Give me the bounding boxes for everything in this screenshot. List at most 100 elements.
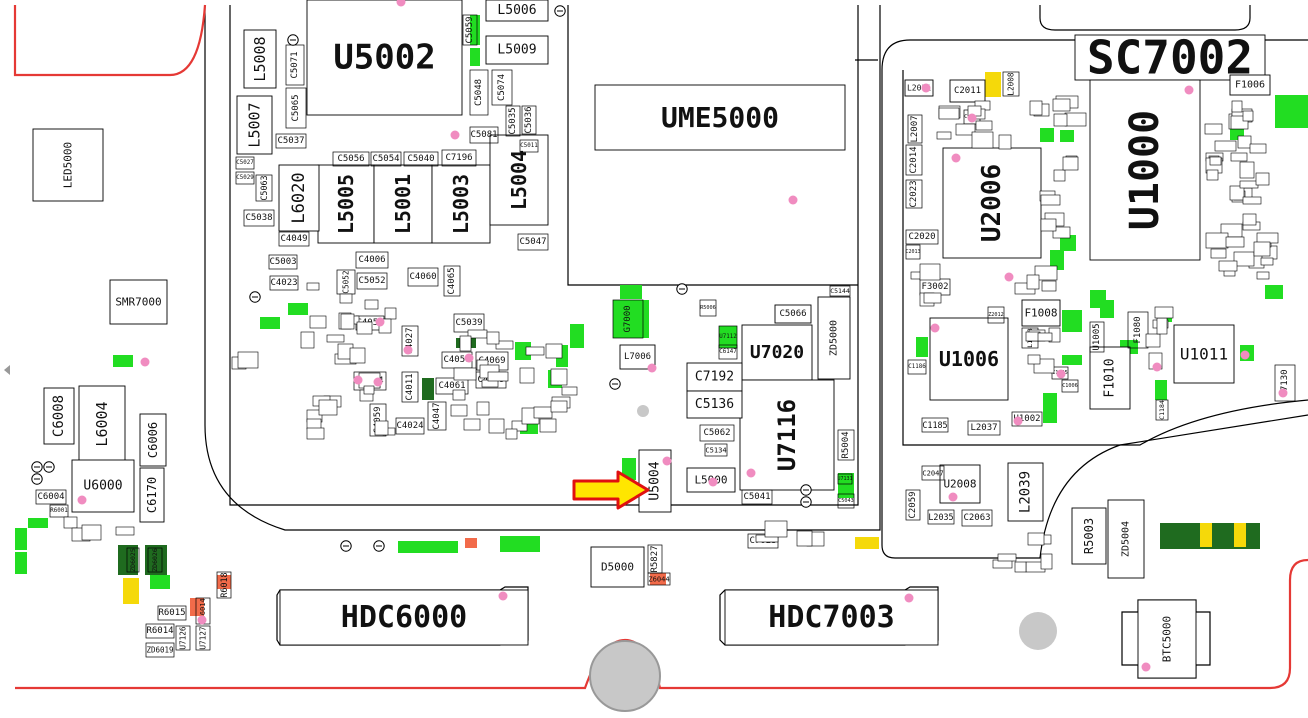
component-label: C4061 — [438, 381, 465, 391]
component-outline — [216, 571, 232, 599]
component-label: C5052 — [358, 276, 385, 286]
component-label: C5040 — [407, 154, 434, 164]
component-label: L6004 — [93, 401, 111, 446]
component-outline — [1089, 346, 1131, 410]
component-label: C5041 — [743, 492, 770, 502]
component-label: C6147 — [719, 349, 737, 355]
component-outline — [533, 406, 553, 419]
component-outline — [1062, 156, 1079, 171]
component-label: L2008 — [1007, 72, 1016, 96]
component-outline — [929, 317, 1009, 401]
component-label: C5043 — [838, 498, 854, 504]
component-label: C4065 — [447, 267, 457, 294]
component-label: C2059 — [908, 491, 918, 518]
component-label: C4059 — [373, 406, 383, 433]
component-outline — [427, 401, 447, 431]
component-outline — [237, 351, 259, 369]
test-point — [708, 477, 718, 487]
component-outline — [505, 428, 518, 440]
component-label: D5000 — [601, 561, 634, 574]
component-outline — [435, 377, 469, 395]
component-label: C1186 — [908, 364, 926, 370]
component-outline — [1225, 236, 1245, 248]
component-label: C4057 — [443, 355, 470, 365]
component-outline — [269, 275, 299, 291]
component-label: U7126 — [179, 626, 188, 650]
component-outline — [1242, 110, 1254, 122]
component-label: C6006 — [146, 422, 160, 458]
solder-pad — [855, 537, 879, 549]
component-label: G7000 — [623, 305, 633, 332]
component-label: Z6044 — [648, 575, 669, 584]
component-label: C6008 — [51, 395, 67, 437]
component-outline — [81, 524, 102, 541]
fiducial-mark — [637, 405, 649, 417]
component-outline — [919, 263, 941, 281]
component-outline — [235, 156, 255, 170]
component-outline — [487, 371, 509, 382]
component-outline — [268, 254, 298, 270]
component-outline — [459, 335, 472, 352]
component-label: L5004 — [507, 150, 531, 210]
test-point — [647, 363, 657, 373]
solder-pad — [398, 541, 458, 553]
component-outline — [403, 151, 439, 167]
component-label: C5081 — [470, 130, 497, 140]
component-label: C2047 — [922, 469, 943, 478]
component-label: L6020 — [289, 172, 309, 223]
component-label: U7020 — [750, 342, 804, 363]
component-outline — [1210, 248, 1227, 259]
component-outline — [905, 244, 921, 260]
triangle-left-icon[interactable] — [4, 365, 10, 375]
solder-pad — [422, 378, 434, 400]
component-label: L2035 — [928, 512, 953, 522]
solder-pad — [916, 337, 928, 357]
component-outline — [519, 367, 535, 384]
component-outline — [1052, 98, 1071, 112]
component-outline — [145, 642, 175, 658]
solder-pad — [1060, 130, 1074, 142]
component-outline — [907, 114, 923, 144]
component-outline — [905, 489, 921, 521]
solder-pad — [985, 72, 1001, 97]
component-outline — [1002, 71, 1020, 97]
component-outline — [967, 420, 1001, 436]
component-outline — [942, 147, 1042, 259]
component-outline — [971, 131, 994, 149]
test-point — [904, 593, 914, 603]
component-outline — [594, 84, 846, 151]
component-label: L2037 — [970, 423, 997, 433]
component-label: Z2012 — [988, 312, 1004, 318]
solder-pad — [1040, 128, 1054, 142]
component-outline — [1218, 260, 1238, 272]
component-label: U5002 — [333, 38, 435, 78]
component-outline — [521, 105, 537, 135]
component-outline — [905, 144, 923, 176]
component-label: HDC6000 — [341, 600, 467, 635]
component-outline — [837, 429, 855, 461]
component-outline — [1231, 100, 1243, 113]
component-label: C5136 — [695, 397, 734, 412]
component-outline — [764, 520, 788, 538]
component-outline — [300, 331, 315, 349]
test-point — [353, 375, 363, 385]
component-label: U1005 — [1092, 323, 1102, 350]
component-outline — [441, 149, 477, 167]
component-outline — [961, 509, 993, 527]
component-outline — [1027, 354, 1041, 365]
component-outline — [453, 367, 477, 381]
component-outline — [1214, 140, 1237, 152]
component-outline — [938, 107, 960, 120]
component-label: R5003 — [1082, 518, 1096, 554]
component-label: U5004 — [648, 461, 663, 500]
component-label: C1185 — [922, 420, 947, 430]
component-outline — [1052, 226, 1071, 239]
component-outline — [495, 340, 514, 350]
component-outline — [243, 209, 275, 227]
component-outline — [285, 87, 307, 129]
component-label: U1006 — [939, 347, 999, 371]
component-outline — [1053, 169, 1066, 182]
component-outline — [1037, 332, 1053, 342]
component-outline — [349, 347, 366, 364]
